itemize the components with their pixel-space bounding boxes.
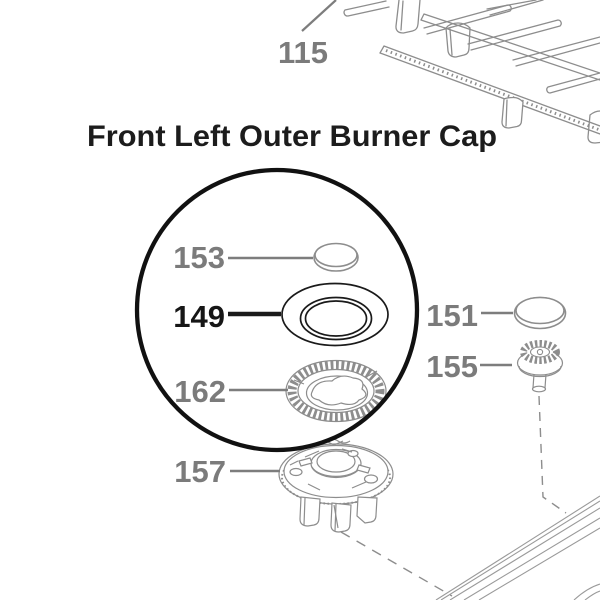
assembly-line-155 bbox=[538, 395, 567, 514]
part-153-drawing bbox=[313, 242, 359, 272]
burner-grate-drawing bbox=[343, 0, 600, 144]
part-155-drawing bbox=[516, 340, 564, 393]
part-149-drawing bbox=[281, 282, 389, 347]
part-151-drawing bbox=[513, 296, 567, 330]
maintop-edge-drawing bbox=[435, 495, 600, 600]
part-label-115[interactable]: 115 bbox=[278, 35, 328, 70]
page-title: Front Left Outer Burner Cap bbox=[87, 120, 497, 153]
assembly-line-157-solid bbox=[333, 504, 339, 529]
part-label-153[interactable]: 153 bbox=[173, 240, 225, 275]
leader-line-115 bbox=[301, 0, 337, 32]
part-157-drawing bbox=[278, 438, 394, 533]
assembly-line-157-dashed bbox=[340, 531, 453, 597]
part-label-155[interactable]: 155 bbox=[426, 349, 478, 384]
part-label-162[interactable]: 162 bbox=[174, 374, 226, 409]
highlight-circle bbox=[134, 167, 420, 453]
part-label-149[interactable]: 149 bbox=[173, 299, 225, 334]
part-162-drawing bbox=[285, 359, 387, 423]
part-label-157[interactable]: 157 bbox=[174, 454, 226, 489]
part-label-151[interactable]: 151 bbox=[426, 298, 478, 333]
